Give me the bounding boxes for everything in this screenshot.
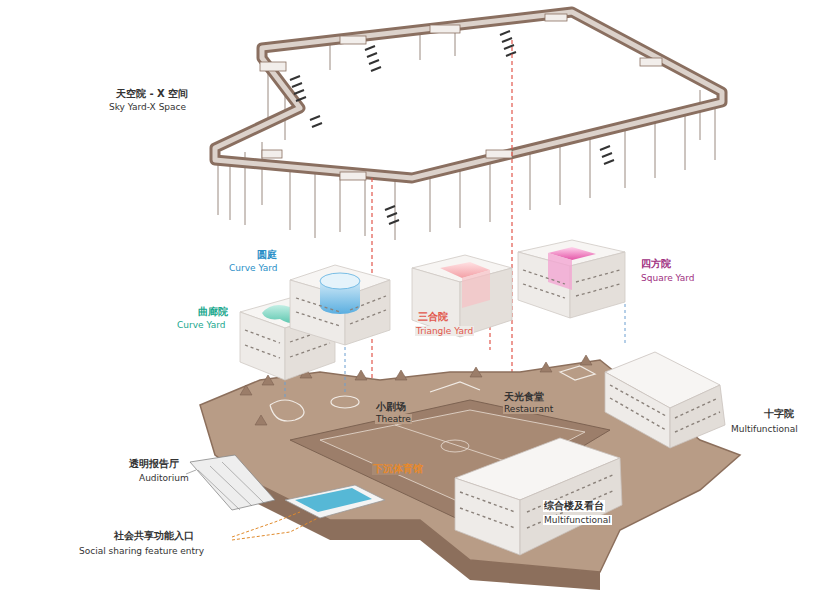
entry-leader (232, 512, 318, 540)
zone-label-english: Triangle Yard (415, 326, 474, 336)
frame-deck (215, 12, 722, 178)
zone-label-english: Social sharing feature entry (78, 546, 205, 556)
zone-label: 小剧场 (375, 401, 407, 413)
zone-label-english: Auditorium (138, 473, 190, 483)
auditorium-building (190, 455, 275, 510)
zone-label-english: Multifunctional (543, 515, 612, 525)
zone-label: 综合楼及看台 (543, 500, 605, 512)
zone-label: 天空院 - X 空间 (115, 88, 189, 100)
zone-label: 圆庭 (256, 249, 278, 261)
zone-label: 十字院 (763, 408, 795, 420)
square-yard-volume (518, 240, 625, 318)
garden-paths (270, 366, 595, 421)
round-court-volume (290, 265, 390, 345)
field-markings (395, 425, 520, 466)
zone-label: 透明报告厅 (128, 458, 180, 470)
projection-lines (285, 304, 625, 400)
zone-label-english: Curve Yard (176, 320, 226, 330)
frame-rooms (260, 14, 662, 180)
stair-symbols (290, 31, 614, 224)
zone-label: 曲廊院 (197, 306, 229, 318)
triangle-yard-volume (412, 255, 512, 337)
zone-label-english: Restaurant (503, 404, 554, 414)
alignment-lines (372, 40, 512, 395)
stand-building (455, 438, 622, 555)
zone-label-english: Theatre (375, 414, 412, 424)
zone-label: 社会共享功能入口 (113, 530, 195, 542)
zone-label: 四方院 (640, 258, 672, 270)
column-lines (218, 27, 715, 240)
zone-label-english: Multifunctional (730, 424, 799, 434)
zone-label-english: Sky Yard-X Space (108, 102, 187, 112)
zone-label: 下沉体育馆 (372, 463, 424, 475)
zone-label-english: Curve Yard (228, 263, 278, 273)
sky-frame (215, 12, 722, 180)
frame-band (215, 12, 722, 178)
cross-yard-building (605, 352, 725, 448)
zone-label: 天光食堂 (503, 391, 545, 403)
zone-label: 三合院 (417, 311, 449, 323)
zone-label-english: Square Yard (640, 273, 696, 283)
sunken-gym (285, 485, 385, 518)
